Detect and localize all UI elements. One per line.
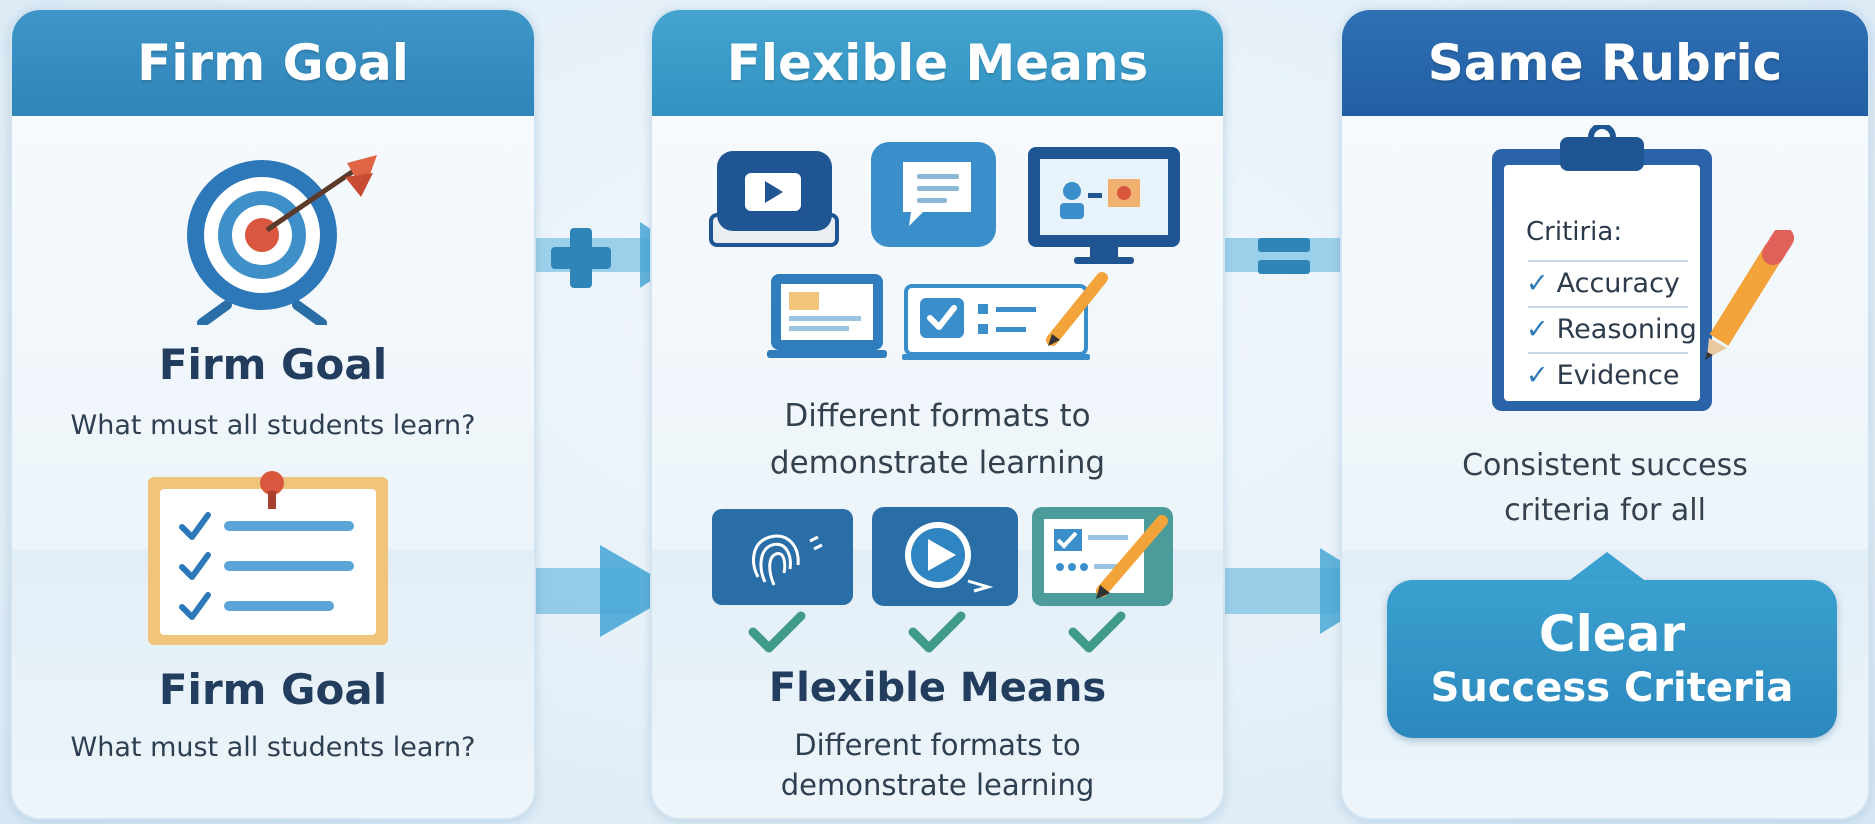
caption-line: Different formats to — [784, 398, 1091, 434]
callout-line: Success Criteria — [1430, 665, 1794, 711]
target-icon — [187, 155, 377, 325]
pencil-icon — [1705, 230, 1794, 360]
clipboard-icon: Critiria: ✓Accuracy ✓Reasoning ✓Evidence — [1492, 125, 1712, 415]
panel-flexible-means: Flexible Means — [650, 8, 1225, 820]
clipboard-heading: Critiria: — [1526, 217, 1623, 247]
success-criteria-callout: Clear Success Criteria — [1387, 580, 1837, 738]
checkmark-icon: ✓ — [1526, 314, 1549, 345]
block-title: Firm Goal — [158, 340, 388, 389]
checkmark-icon: ✓ — [1526, 360, 1549, 391]
caption-line: Different formats to — [794, 728, 1081, 762]
block-title: Firm Goal — [158, 665, 388, 714]
play-icon — [872, 507, 1018, 606]
presentation-icon — [1028, 147, 1180, 264]
fingerprint-icon — [712, 509, 853, 605]
criteria-item: ✓Reasoning — [1526, 314, 1697, 345]
callout-pointer — [1562, 552, 1652, 586]
checkmark-icon: ✓ — [1526, 268, 1549, 299]
caption-line: demonstrate learning — [769, 445, 1106, 481]
panel-title: Same Rubric — [1342, 10, 1868, 116]
plus-sign — [551, 228, 611, 288]
block-title: Flexible Means — [768, 665, 1107, 711]
equals-sign — [1258, 238, 1310, 274]
slides-icon — [767, 274, 887, 358]
panel-title: Flexible Means — [652, 10, 1223, 116]
callout-line: Clear — [1538, 605, 1686, 663]
criteria-item: ✓Accuracy — [1526, 268, 1680, 299]
panel-firm-goal: Firm Goal Firm Goal What must all studen… — [10, 8, 536, 820]
check-green-icon — [1068, 611, 1126, 653]
video-icon — [709, 151, 839, 247]
arrow-goal-to-means-bottom — [520, 545, 680, 637]
caption-line: criteria for all — [1504, 493, 1706, 528]
check-green-icon — [748, 611, 806, 653]
checklist-icon — [148, 471, 388, 645]
panel-title: Firm Goal — [12, 10, 534, 116]
worksheet-icon — [1032, 507, 1173, 606]
check-green-icon — [908, 611, 966, 653]
caption-line: Consistent success — [1462, 448, 1748, 483]
panel-same-rubric: Same Rubric Critiria: ✓Accuracy ✓Reasoni… — [1340, 8, 1870, 820]
criteria-item: ✓Evidence — [1526, 360, 1680, 391]
block-text: What must all students learn? — [70, 732, 476, 763]
caption-line: demonstrate learning — [780, 768, 1095, 802]
quiz-icon — [902, 272, 1108, 360]
chat-icon — [871, 142, 996, 247]
block-text: What must all students learn? — [70, 410, 476, 441]
